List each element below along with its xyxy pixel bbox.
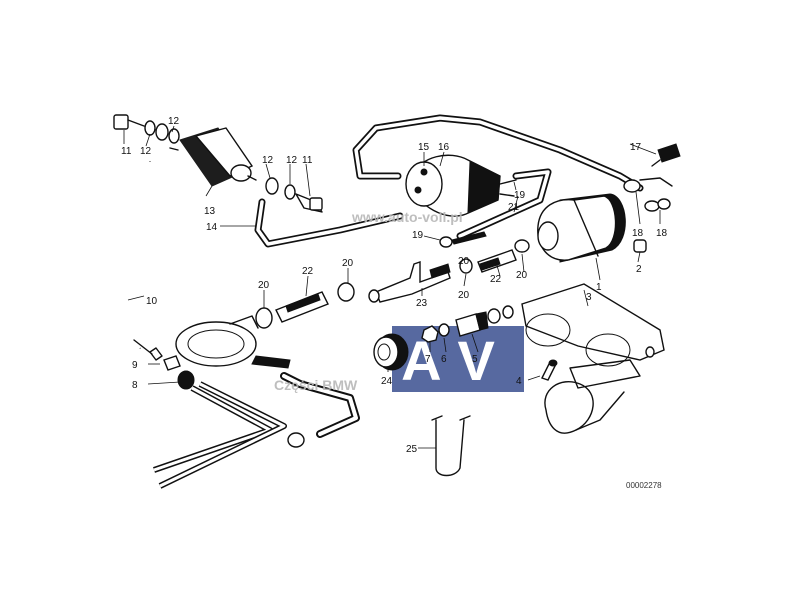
- diagram-code: 00002278: [626, 481, 662, 490]
- callout-15: 15: [418, 142, 430, 153]
- grommet-24: [373, 333, 409, 371]
- callout-5: 5: [472, 354, 478, 365]
- clamp-25: [431, 415, 471, 477]
- callout-8: 8: [132, 380, 138, 391]
- callout-12d: 12: [286, 155, 298, 166]
- fuel-line-14: [254, 198, 404, 248]
- callout-1: 1: [596, 282, 602, 293]
- callout-7: 7: [425, 354, 431, 365]
- callout-20e: 20: [458, 256, 470, 267]
- hose-22-left: [255, 282, 355, 329]
- expansion-tank-1: [537, 193, 626, 263]
- callout-2: 2: [636, 264, 642, 275]
- callout-13: 13: [204, 206, 216, 217]
- fuel-filter-13: [169, 127, 257, 187]
- watermark-caption: Części BMW: [274, 377, 358, 393]
- callout-6: 6: [441, 354, 447, 365]
- bracket-3: [521, 283, 665, 434]
- watermark-logo: AV: [392, 326, 524, 392]
- callout-11a: 11: [121, 146, 132, 157]
- callout-24: 24: [381, 376, 393, 387]
- hose-section-right: [439, 231, 530, 274]
- callout-4: 4: [516, 376, 522, 387]
- hose-bent-lower: [280, 372, 360, 448]
- callout-23: 23: [416, 298, 428, 309]
- callout-12c: 12: [262, 155, 274, 166]
- callout-19a: 19: [514, 190, 526, 201]
- fuel-line-15: [352, 114, 644, 192]
- callout-17: 17: [630, 142, 642, 153]
- callout-20d: 20: [516, 270, 528, 281]
- part-callouts: 1 2 3 4 5 6 7 8 9 10 11 11 12 12 12 12 1…: [121, 116, 668, 455]
- watermark-url: www.auto-voll.pl: [351, 209, 463, 225]
- fuel-line-21: [456, 168, 552, 240]
- mounting-ring: [175, 315, 291, 369]
- fuel-line-10: [126, 161, 153, 355]
- callout-20c: 20: [458, 290, 470, 301]
- callout-9: 9: [132, 360, 138, 371]
- callout-20a: 20: [258, 280, 270, 291]
- callout-20b: 20: [342, 258, 354, 269]
- callout-3: 3: [586, 292, 592, 303]
- t-connector-23: [368, 261, 451, 303]
- callout-16: 16: [438, 142, 450, 153]
- callout-25: 25: [406, 444, 418, 455]
- bolt-4: [541, 359, 558, 381]
- rubber-mount-5: [455, 305, 514, 337]
- callout-12b: 12: [140, 146, 152, 157]
- callout-12a: 12: [168, 116, 180, 127]
- fuel-lines-lower-left: [149, 347, 287, 489]
- fuel-pump-16: [405, 154, 517, 217]
- callout-22a: 22: [302, 266, 314, 277]
- leader-lines: [123, 125, 661, 449]
- callout-22b: 22: [490, 274, 502, 285]
- hose-clamps-18: [623, 177, 673, 212]
- callout-10: 10: [146, 296, 158, 307]
- nut-7: [421, 325, 439, 343]
- callout-19b: 19: [412, 230, 424, 241]
- washer-6: [438, 323, 450, 337]
- callout-14: 14: [206, 222, 218, 233]
- callout-18b: 18: [656, 228, 668, 239]
- callout-21: 21: [508, 202, 520, 213]
- cap-2: [633, 239, 647, 253]
- banjo-bolt-left: [113, 114, 180, 144]
- watermark-logo-letters: AV: [401, 329, 515, 392]
- banjo-bolt-right: [265, 177, 323, 213]
- callout-11b: 11: [302, 155, 313, 166]
- callout-18a: 18: [632, 228, 644, 239]
- fitting-17: [651, 143, 681, 167]
